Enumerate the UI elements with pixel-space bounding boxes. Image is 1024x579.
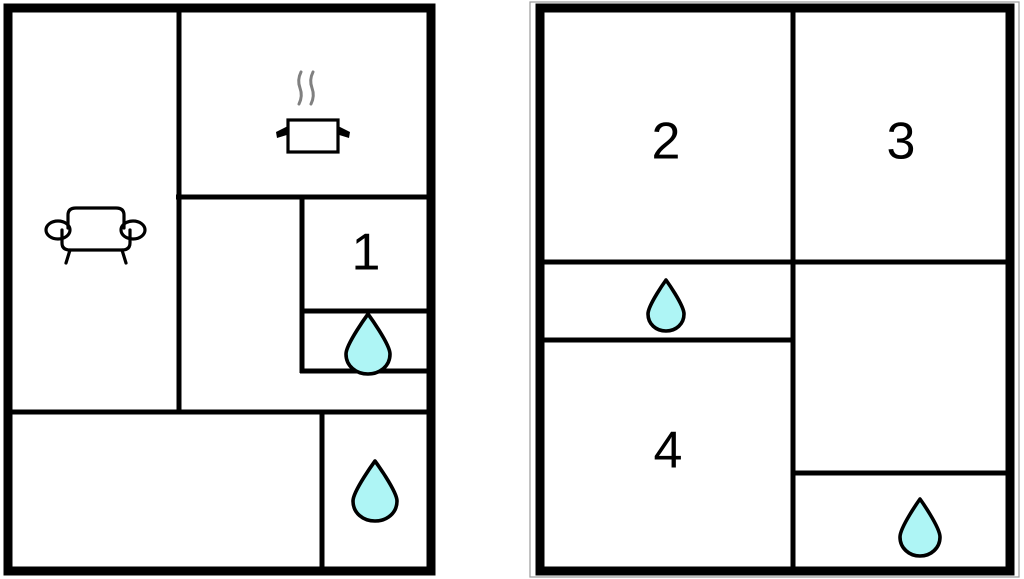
water-drop-icon-bottom-right <box>898 497 942 558</box>
left-floor-plan: 1 <box>3 3 436 576</box>
right-plan-thin-outline <box>529 1 1020 578</box>
room-label-1: 1 <box>352 224 381 282</box>
room-label-2: 2 <box>652 113 681 171</box>
drop-shape <box>344 312 392 376</box>
drop-shape <box>646 278 686 333</box>
left-plan-outer-wall <box>3 3 436 576</box>
cooking-pot-icon <box>276 70 350 154</box>
sofa-icon <box>44 206 147 265</box>
water-drop-icon-left <box>646 278 686 333</box>
water-drop-icon-upper <box>344 312 392 376</box>
pot-body <box>286 118 340 154</box>
drop-shape <box>351 459 399 523</box>
drop-shape <box>898 497 942 558</box>
water-drop-icon-lower <box>351 459 399 523</box>
steam-line-right <box>309 70 315 106</box>
steam-line-left <box>297 70 303 106</box>
room-label-3: 3 <box>887 113 916 171</box>
right-floor-plan: 2 3 4 <box>529 1 1020 578</box>
right-plan-outer-wall <box>535 3 1015 576</box>
room-label-4: 4 <box>654 422 683 480</box>
